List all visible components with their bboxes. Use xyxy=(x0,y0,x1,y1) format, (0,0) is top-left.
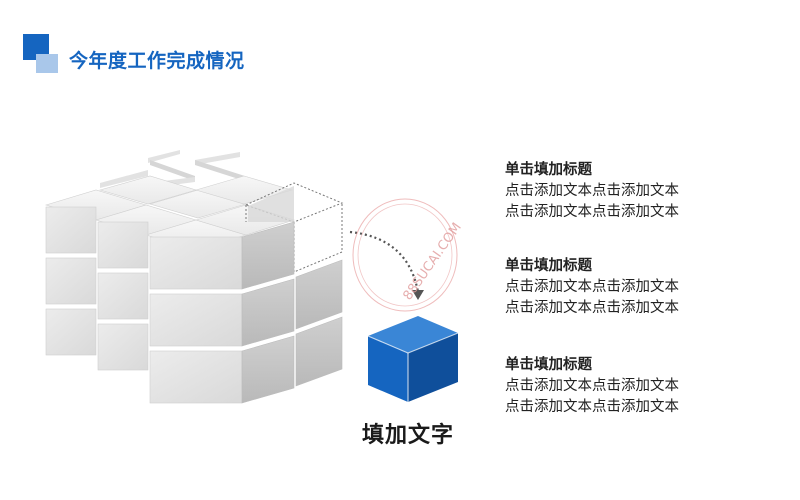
text-block-line[interactable]: 点击添加文本点击添加文本 xyxy=(505,204,679,220)
watermark-stamp: 88SUCAI.COM xyxy=(352,198,465,312)
blue-cube xyxy=(367,316,459,402)
text-block-line[interactable]: 点击添加文本点击添加文本 xyxy=(505,279,679,295)
page-title: 今年度工作完成情况 xyxy=(69,50,245,72)
text-block-title[interactable]: 单击填加标题 xyxy=(505,258,592,274)
watermark-text: 88SUCAI.COM xyxy=(400,220,464,303)
logo-square-light xyxy=(36,54,58,73)
text-block-2: 单击填加标题 点击添加文本点击添加文本 点击添加文本点击添加文本 xyxy=(505,256,765,319)
text-block-3: 单击填加标题 点击添加文本点击添加文本 点击添加文本点击添加文本 xyxy=(505,355,765,418)
cube-caption: 填加文字 xyxy=(362,423,455,448)
text-block-title[interactable]: 单击填加标题 xyxy=(505,162,592,178)
text-block-title[interactable]: 单击填加标题 xyxy=(505,357,592,373)
text-block-line[interactable]: 点击添加文本点击添加文本 xyxy=(505,183,679,199)
text-block-line[interactable]: 点击添加文本点击添加文本 xyxy=(505,378,679,394)
cube-front-faces xyxy=(45,206,243,404)
grid-slats xyxy=(100,150,248,188)
text-block-line[interactable]: 点击添加文本点击添加文本 xyxy=(505,300,679,316)
cube-side-faces xyxy=(241,221,343,404)
text-block-line[interactable]: 点击添加文本点击添加文本 xyxy=(505,399,679,415)
logo-mark xyxy=(23,34,59,73)
text-block-1: 单击填加标题 点击添加文本点击添加文本 点击添加文本点击添加文本 xyxy=(505,160,765,223)
